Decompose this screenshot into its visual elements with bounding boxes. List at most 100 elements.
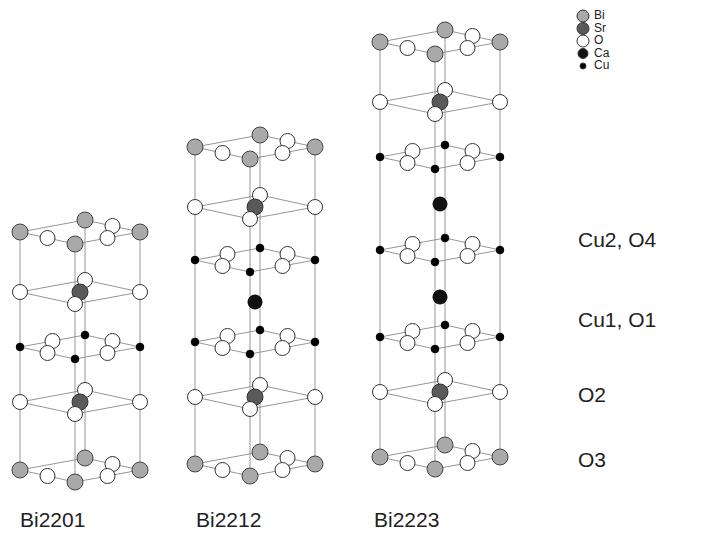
- atom: [136, 343, 144, 351]
- atom: [492, 449, 508, 465]
- atom: [275, 146, 290, 161]
- layer-label: O2: [578, 383, 606, 407]
- legend-text: Ca: [594, 47, 609, 60]
- atom: [13, 395, 28, 410]
- atom: [68, 407, 83, 422]
- atom: [68, 297, 83, 312]
- atom: [188, 390, 203, 405]
- atom: [100, 231, 115, 246]
- atom: [133, 285, 148, 300]
- legend-swatch: [577, 10, 589, 22]
- atom: [493, 95, 508, 110]
- layer-plane: [195, 248, 315, 272]
- atom: [431, 165, 439, 173]
- layer-label: Cu1, O1: [578, 308, 656, 332]
- atom: [67, 474, 83, 490]
- atom: [132, 224, 148, 240]
- atom: [400, 41, 415, 56]
- atom: [437, 22, 453, 38]
- atom: [373, 95, 388, 110]
- atom: [400, 249, 415, 264]
- layer-label: O3: [578, 448, 606, 472]
- atom: [12, 462, 28, 478]
- atom: [441, 321, 449, 329]
- atom: [492, 34, 508, 50]
- atom: [243, 402, 258, 417]
- atom: [191, 338, 199, 346]
- atom: [40, 231, 55, 246]
- atom: [81, 331, 89, 339]
- atom: [215, 463, 230, 478]
- atom: [441, 234, 449, 242]
- cell-edge: [195, 147, 196, 464]
- atom: [13, 285, 28, 300]
- atom: [428, 107, 443, 122]
- atom: [188, 200, 203, 215]
- atom: [248, 295, 262, 309]
- atom: [311, 338, 319, 346]
- atom: [437, 437, 453, 453]
- layer-plane: [380, 145, 500, 169]
- atom: [427, 461, 443, 477]
- atom: [460, 336, 475, 351]
- atom: [191, 256, 199, 264]
- atom: [242, 151, 258, 167]
- atom: [427, 46, 443, 62]
- atom: [275, 259, 290, 274]
- cell-edge: [315, 147, 316, 464]
- atom: [496, 246, 504, 254]
- atom: [77, 450, 93, 466]
- atom: [400, 336, 415, 351]
- layer-plane: [380, 238, 500, 262]
- atom: [246, 268, 254, 276]
- lattice-lines: [20, 30, 500, 482]
- atom: [242, 468, 258, 484]
- atom: [433, 197, 447, 211]
- atom: [187, 139, 203, 155]
- legend-text: Cu: [594, 59, 609, 72]
- atom: [433, 290, 447, 304]
- cell-edge: [260, 135, 261, 452]
- atoms: [12, 22, 508, 490]
- atom: [307, 139, 323, 155]
- atom: [496, 333, 504, 341]
- atom: [460, 456, 475, 471]
- atom: [431, 258, 439, 266]
- atom: [133, 395, 148, 410]
- atom: [77, 212, 93, 228]
- atom: [215, 341, 230, 356]
- legend-swatch: [578, 49, 588, 59]
- atom: [493, 385, 508, 400]
- atom: [460, 41, 475, 56]
- atom: [100, 346, 115, 361]
- legend-swatch: [577, 35, 589, 47]
- legend-swatch: [580, 63, 586, 69]
- atom: [215, 146, 230, 161]
- legend-swatch: [577, 23, 589, 35]
- atom: [12, 224, 28, 240]
- atom: [372, 449, 388, 465]
- atom: [275, 341, 290, 356]
- atom: [308, 200, 323, 215]
- atom: [376, 246, 384, 254]
- atom: [376, 153, 384, 161]
- atom: [40, 469, 55, 484]
- atom: [372, 34, 388, 50]
- atom: [132, 462, 148, 478]
- compound-name: Bi2212: [196, 508, 261, 532]
- atom: [400, 156, 415, 171]
- atom: [16, 343, 24, 351]
- atom: [428, 397, 443, 412]
- atom: [215, 259, 230, 274]
- legend-text: Sr: [594, 22, 606, 35]
- atom: [496, 153, 504, 161]
- atom: [256, 244, 264, 252]
- atom: [460, 249, 475, 264]
- atom: [243, 212, 258, 227]
- atom: [376, 333, 384, 341]
- layer-plane: [195, 330, 315, 354]
- legend-text: Bi: [594, 9, 605, 22]
- atom: [275, 463, 290, 478]
- atom: [71, 355, 79, 363]
- compound-name: Bi2223: [374, 508, 439, 532]
